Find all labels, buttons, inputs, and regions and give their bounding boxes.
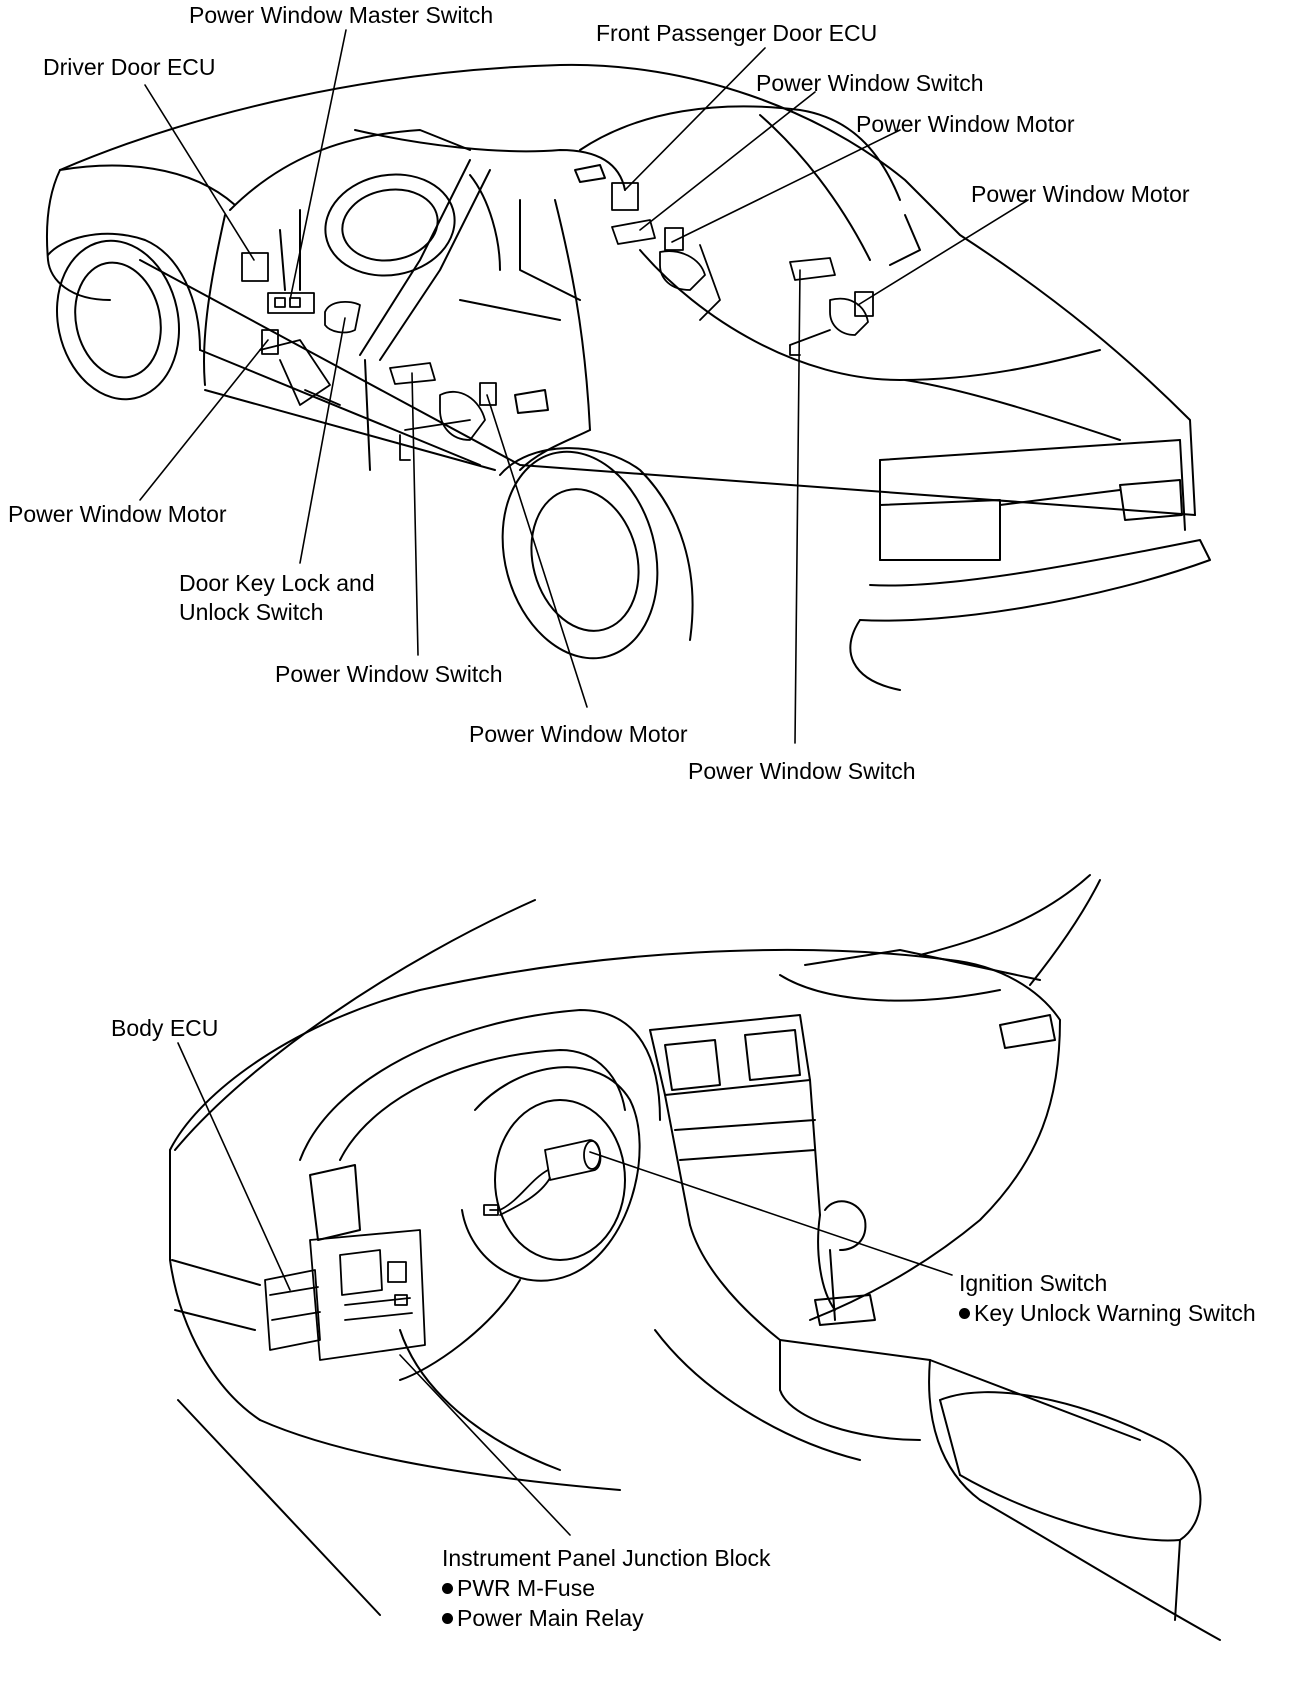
top-leader-lines bbox=[140, 30, 1028, 743]
label-instrument-panel-junction-block: Instrument Panel Junction Block bbox=[442, 1545, 771, 1571]
label-driver-door-ecu: Driver Door ECU bbox=[43, 54, 216, 80]
label-power-window-motor-rear-right: Power Window Motor bbox=[971, 181, 1190, 207]
leader-door-key-lock bbox=[300, 318, 345, 563]
leader-ip-junction-block bbox=[400, 1355, 570, 1535]
bullet-icon bbox=[442, 1583, 453, 1594]
top-components bbox=[242, 183, 873, 460]
label-pwr-m-fuse: PWR M-Fuse bbox=[442, 1574, 595, 1603]
leader-pw-motor-rear-left bbox=[487, 395, 587, 707]
label-key-unlock-warning-switch: Key Unlock Warning Switch bbox=[959, 1299, 1256, 1328]
front-passenger-ecu-box bbox=[612, 183, 638, 210]
door-key-lock-part bbox=[325, 302, 360, 333]
leader-pw-switch-rear-right bbox=[795, 270, 800, 743]
label-body-ecu: Body ECU bbox=[111, 1015, 219, 1041]
bottom-leader-lines bbox=[178, 1043, 952, 1535]
label-power-window-switch-rear-left: Power Window Switch bbox=[275, 661, 503, 687]
leader-ignition-switch bbox=[590, 1152, 952, 1275]
leader-pw-switch-rear-left bbox=[412, 373, 418, 655]
power-main-relay-text: Power Main Relay bbox=[457, 1605, 644, 1631]
body-ecu-part bbox=[265, 1270, 320, 1350]
leader-pw-motor-front bbox=[672, 130, 900, 242]
leader-pw-motor-rear-right bbox=[858, 200, 1028, 305]
bullet-icon bbox=[442, 1613, 453, 1624]
leader-driver-ecu bbox=[145, 85, 254, 260]
dashboard-drawing bbox=[170, 875, 1220, 1640]
driver-door-ecu-box bbox=[242, 253, 268, 281]
label-power-window-motor-driver: Power Window Motor bbox=[8, 501, 227, 527]
label-power-window-switch-front-passenger: Power Window Switch bbox=[756, 70, 984, 96]
label-power-window-motor-front-passenger: Power Window Motor bbox=[856, 111, 1075, 137]
leader-body-ecu bbox=[178, 1043, 290, 1290]
car-body-drawing bbox=[43, 65, 1210, 690]
label-front-passenger-door-ecu: Front Passenger Door ECU bbox=[596, 20, 878, 46]
label-power-window-motor-rear-left: Power Window Motor bbox=[469, 721, 688, 747]
label-ignition-switch: Ignition Switch bbox=[959, 1270, 1108, 1296]
ignition-switch-part bbox=[545, 1140, 600, 1180]
bottom-components bbox=[265, 1140, 600, 1360]
leader-pw-motor-driver bbox=[140, 340, 268, 500]
leader-front-pass-ecu bbox=[625, 48, 765, 190]
leader-pw-switch-front bbox=[640, 92, 815, 230]
label-power-window-master-switch: Power Window Master Switch bbox=[189, 2, 494, 28]
label-power-main-relay: Power Main Relay bbox=[442, 1604, 644, 1633]
bullet-icon bbox=[959, 1308, 970, 1319]
label-door-key-lock-line2: Unlock Switch bbox=[179, 599, 324, 625]
key-unlock-warning-text: Key Unlock Warning Switch bbox=[974, 1300, 1256, 1326]
label-door-key-lock-line1: Door Key Lock and bbox=[179, 570, 375, 596]
label-power-window-switch-rear-right: Power Window Switch bbox=[688, 758, 916, 784]
leader-master-switch bbox=[290, 30, 346, 300]
pwr-m-fuse-text: PWR M-Fuse bbox=[457, 1575, 595, 1601]
junction-block-part bbox=[310, 1230, 425, 1360]
